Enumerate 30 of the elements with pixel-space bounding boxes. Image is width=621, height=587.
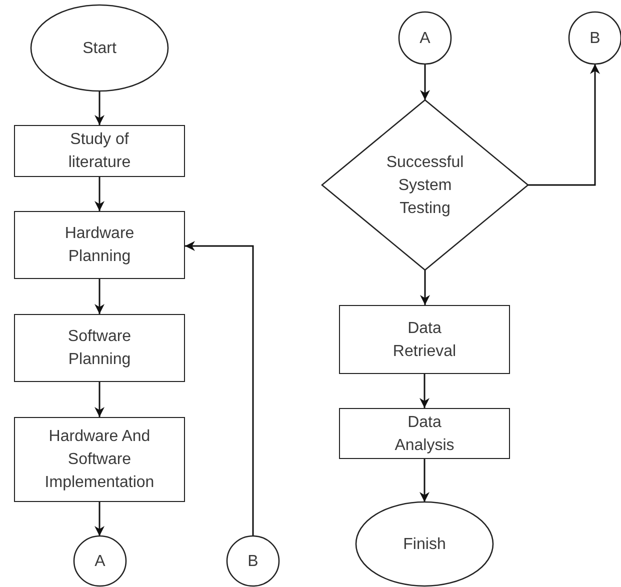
process-box — [339, 408, 510, 459]
node-label: Finish — [403, 534, 446, 554]
arrow — [94, 502, 104, 536]
node-label: Data Retrieval — [392, 318, 458, 362]
node-label: Hardware Planning — [64, 224, 136, 267]
connector-label: B — [248, 552, 258, 572]
process-box — [14, 417, 185, 502]
process-box — [14, 211, 185, 279]
arrow — [94, 91, 104, 125]
arrow — [420, 374, 430, 408]
arrow — [420, 270, 430, 305]
arrow — [94, 382, 104, 417]
arrow — [185, 241, 254, 536]
node-label: Start — [82, 38, 116, 58]
node-label: Data Analysis — [394, 412, 456, 456]
process-box — [14, 125, 185, 177]
node-label: Successful System Testing — [385, 152, 465, 218]
node-label: Software Planning — [66, 327, 132, 370]
arrow — [420, 64, 430, 100]
connector-label: A — [94, 552, 106, 572]
node-label: Study of literature — [67, 130, 132, 173]
arrow — [94, 279, 104, 314]
process-box — [14, 314, 185, 382]
arrow — [94, 177, 104, 211]
arrow — [528, 64, 600, 186]
node-label: Hardware And Software Implementation — [44, 427, 156, 493]
connector-label: B — [590, 28, 600, 48]
arrow — [420, 459, 430, 502]
process-box — [339, 305, 510, 374]
connector-label: A — [420, 28, 430, 48]
